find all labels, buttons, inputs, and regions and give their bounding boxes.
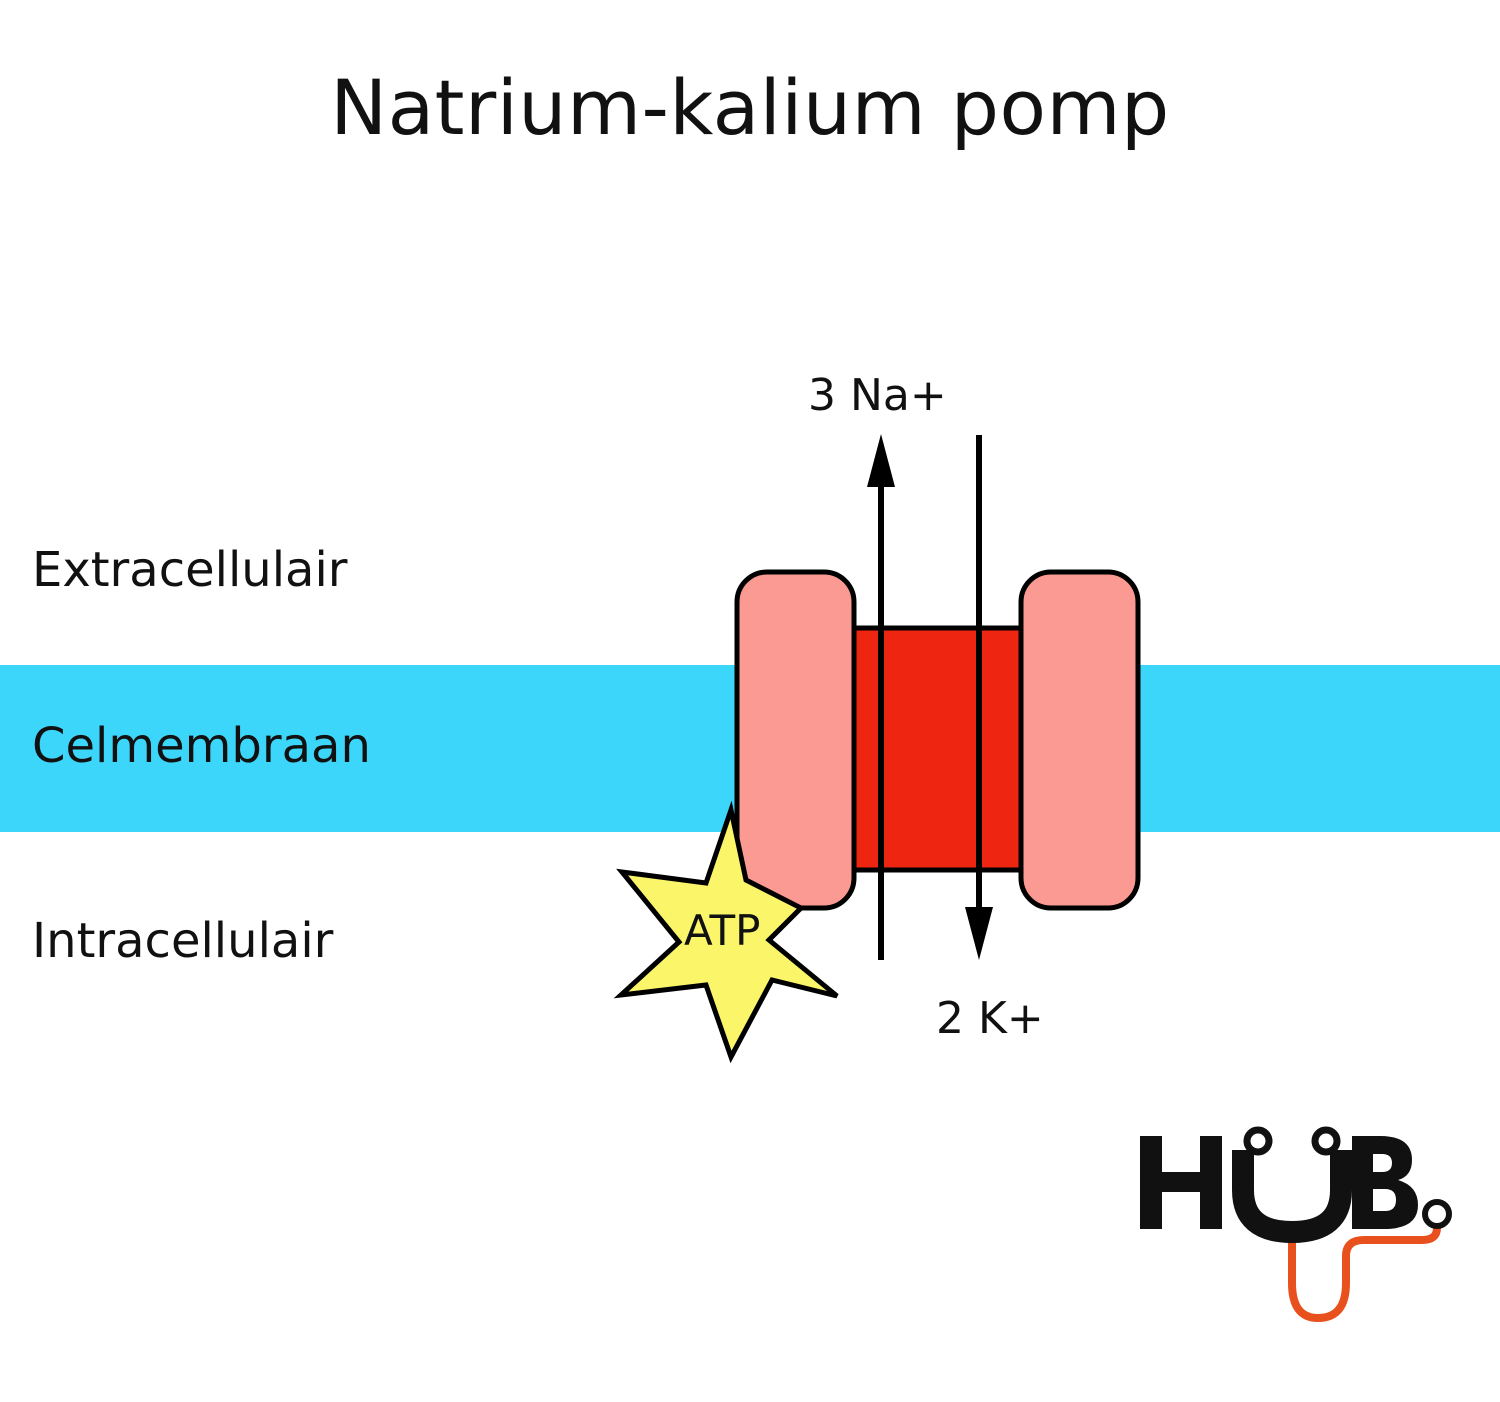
pump-subunit-right [1018,569,1141,911]
sodium-arrow [867,434,895,960]
logo-wordmark [1140,1126,1418,1244]
atp-star [613,800,839,1064]
logo-graphic [1288,1199,1452,1323]
atp-label: ATP [684,906,761,955]
pump-channel [842,625,1038,873]
pump-subunit-left [734,569,857,911]
potassium-label: 2 K+ [936,993,1044,1044]
potassium-arrow [965,435,993,960]
stethoscope-bell [1422,1199,1452,1229]
page-title: Natrium-kalium pomp [330,63,1170,152]
stethoscope-tube [1288,1224,1441,1323]
extracellular-label: Extracellulair [32,542,348,598]
membrane-label: Celmembraan [32,718,371,774]
sodium-label: 3 Na+ [808,370,947,421]
intracellular-label: Intracellulair [32,913,334,969]
